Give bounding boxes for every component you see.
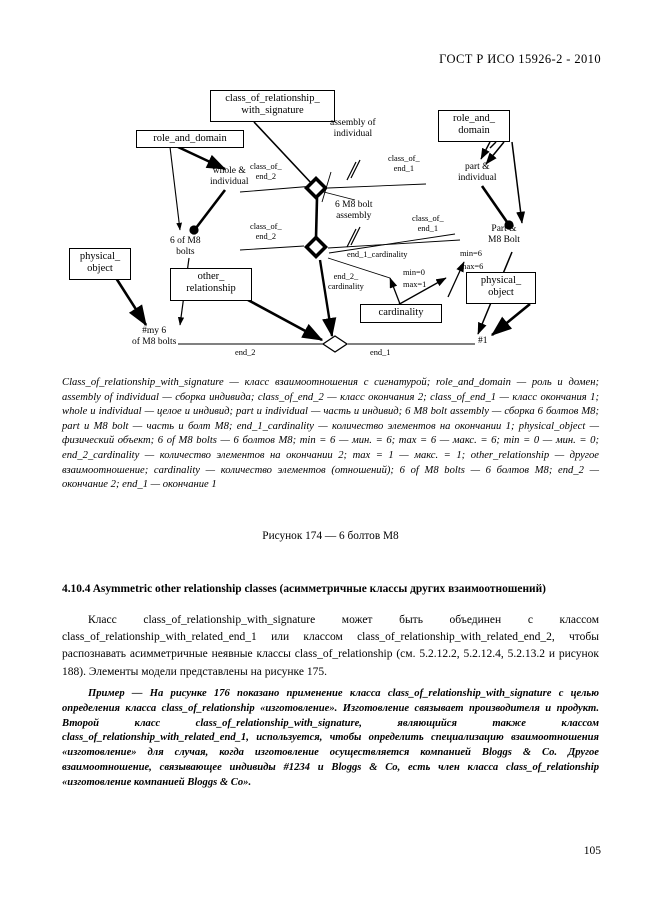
label-6-of-m8-bolts: 6 of M8 bolts xyxy=(170,236,201,257)
label-class-of-end-1-top: class_of_ end_1 xyxy=(388,154,420,173)
label-part-and-individual: part & individual xyxy=(458,162,497,183)
label-end-2-bottom: end_2 xyxy=(235,348,256,357)
figure-174-diagram: class_of_relationship_ with_signature ro… xyxy=(60,82,600,367)
label-hash-1: #1 xyxy=(478,336,488,346)
label-min-0: min=0 xyxy=(403,268,425,277)
label-6-m8-bolt-assembly: 6 M8 bolt assembly xyxy=(335,200,373,221)
node-label: class_of_relationship_ with_signature xyxy=(225,93,320,116)
node-role-and-domain-left[interactable]: role_and_domain xyxy=(136,130,244,148)
label-end-1-bottom: end_1 xyxy=(370,348,391,357)
node-label: role_and_ domain xyxy=(453,113,495,136)
label-class-of-end-2-top: class_of_ end_2 xyxy=(250,162,282,181)
label-class-of-end-1-mid: class_of_ end_1 xyxy=(412,214,444,233)
node-class-of-relationship-with-signature[interactable]: class_of_relationship_ with_signature xyxy=(210,90,335,122)
node-cardinality[interactable]: cardinality xyxy=(360,304,442,323)
node-label: other_ relationship xyxy=(186,271,236,294)
label-class-of-end-2-mid: class_of_ end_2 xyxy=(250,222,282,241)
label-end-2-cardinality: end_2_ cardinality xyxy=(328,272,364,291)
label-max-6: max=6 xyxy=(460,262,484,271)
section-example-paragraph: Пример — На рисунке 176 показано примене… xyxy=(62,688,599,788)
figure-legend-text: Class_of_relationship_with_signature — к… xyxy=(62,377,599,491)
label-my-6-of-m8-bolts: #my 6 of M8 bolts xyxy=(132,326,177,347)
label-end-1-cardinality: end_1_cardinality xyxy=(347,250,408,259)
label-max-1: max=1 xyxy=(403,280,427,289)
node-label: physical_ object xyxy=(480,275,522,298)
label-whole-and-individual: whole & individual xyxy=(210,166,249,187)
figure-caption: Рисунок 174 — 6 болтов M8 xyxy=(262,530,399,542)
node-role-and-domain-right[interactable]: role_and_ domain xyxy=(438,110,510,142)
diagram-lines-layer xyxy=(114,121,531,353)
node-label: role_and_domain xyxy=(153,133,227,144)
node-physical-object-right[interactable]: physical_ object xyxy=(466,272,536,304)
label-part-and-m8-bolt: Part & M8 Bolt xyxy=(488,224,520,245)
page-header-standard-number: ГОСТ Р ИСО 15926-2 - 2010 xyxy=(439,52,601,66)
label-min-6: min=6 xyxy=(460,249,482,258)
section-heading: 4.10.4 Asymmetric other relationship cla… xyxy=(62,583,546,595)
node-physical-object-left[interactable]: physical_ object xyxy=(69,248,131,280)
section-body-paragraph: Класс class_of_relationship_with_signatu… xyxy=(62,614,599,678)
node-label: physical_ object xyxy=(79,251,121,274)
page-number: 105 xyxy=(583,845,601,857)
node-other-relationship[interactable]: other_ relationship xyxy=(170,268,252,301)
label-assembly-of-individual: assembly of individual xyxy=(330,118,376,139)
node-label: cardinality xyxy=(378,307,424,318)
